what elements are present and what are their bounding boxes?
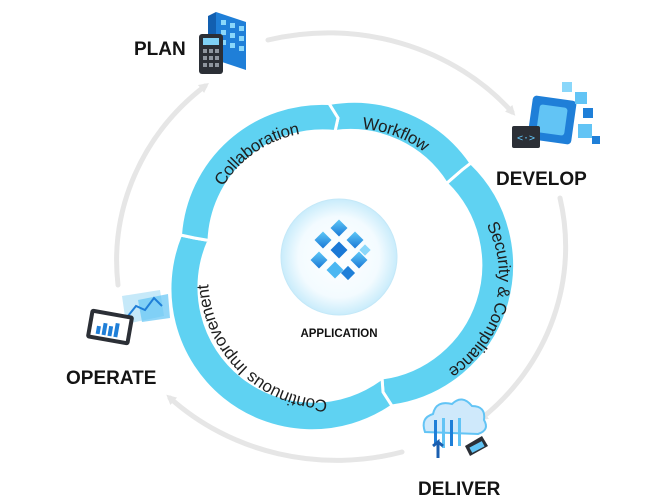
center-application: APPLICATION bbox=[280, 198, 398, 340]
stage-label-develop: DEVELOP bbox=[496, 169, 587, 190]
stage-label-deliver: DELIVER bbox=[418, 479, 501, 500]
arrow-develop-to-deliver bbox=[478, 195, 569, 422]
outer-cycle-arrows bbox=[114, 30, 569, 463]
ring-segment-workflow bbox=[326, 99, 474, 186]
ring-segment-collaboration bbox=[178, 101, 340, 243]
arrow-operate-to-plan bbox=[114, 82, 209, 288]
stage-plan: PLAN bbox=[134, 12, 246, 74]
stage-label-operate: OPERATE bbox=[66, 368, 156, 389]
practice-ring bbox=[168, 99, 517, 433]
stage-operate: OPERATE bbox=[66, 290, 170, 389]
calculator-building-icon bbox=[199, 12, 246, 74]
arrow-plan-to-develop bbox=[265, 30, 516, 116]
stage-label-plan: PLAN bbox=[134, 39, 186, 60]
code-cubes-icon: <·> bbox=[512, 82, 600, 148]
center-label: APPLICATION bbox=[300, 328, 377, 340]
cloud-deploy-icon bbox=[422, 398, 488, 458]
svg-text:<·>: <·> bbox=[517, 133, 535, 144]
stage-develop: <·> DEVELOP bbox=[496, 82, 600, 190]
stage-deliver: DELIVER bbox=[418, 398, 501, 500]
monitor-dashboard-icon bbox=[86, 290, 170, 346]
arrow-deliver-to-operate bbox=[166, 394, 405, 463]
